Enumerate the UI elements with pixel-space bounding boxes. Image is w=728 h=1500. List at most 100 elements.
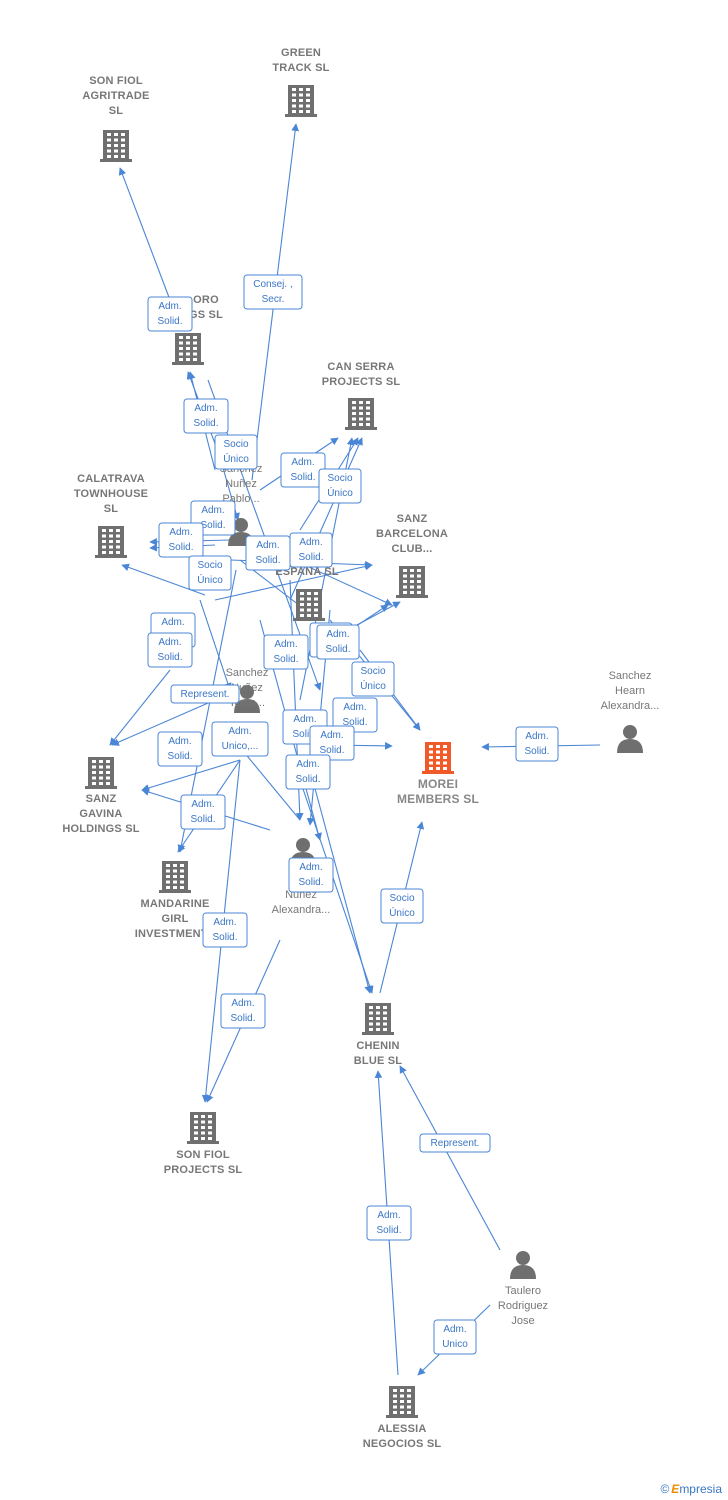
node-label: SANZ	[397, 513, 428, 525]
relation-label[interactable]: Adm.Solid.	[147, 632, 193, 668]
node-label: Hearn	[615, 685, 645, 697]
relation-label[interactable]: Adm.Solid.	[288, 857, 334, 893]
relation-text: Único	[360, 679, 386, 692]
building-icon	[187, 1112, 219, 1144]
building-icon	[293, 589, 325, 621]
relation-label[interactable]: Adm.Solid.	[157, 731, 203, 767]
relation-text: Adm.	[343, 702, 366, 713]
relation-label[interactable]: Represent.	[419, 1133, 491, 1153]
node-label: Jose	[511, 1315, 534, 1327]
edge-line	[109, 669, 171, 746]
relation-label[interactable]: Represent.	[170, 684, 240, 704]
relation-text: Único	[389, 906, 415, 919]
node-label: ORO	[193, 294, 219, 306]
relation-label[interactable]: Adm. Solid.	[220, 993, 266, 1029]
relation-text: Adm.	[194, 403, 217, 414]
relation-text: Solid.	[230, 1013, 255, 1024]
relation-label[interactable]: Adm.Solid.	[158, 522, 204, 558]
node-sanz-barcelona[interactable]: SANZBARCELONACLUB...	[376, 513, 448, 598]
relation-label[interactable]: Adm.Solid.	[366, 1205, 412, 1241]
relation-text: Adm.	[443, 1324, 466, 1335]
relation-label[interactable]: Adm.Solid.	[285, 754, 331, 790]
relation-label[interactable]: Consej. ,Secr.	[243, 274, 303, 310]
node-label: HOLDINGS SL	[62, 823, 139, 835]
node-label: PROJECTS SL	[322, 376, 401, 388]
person-icon	[510, 1251, 536, 1279]
relation-text: Adm.	[377, 1210, 400, 1221]
relation-text: Adm.	[201, 505, 224, 516]
building-icon	[386, 1386, 418, 1418]
relation-text: Socio	[197, 560, 222, 571]
person-icon	[617, 725, 643, 753]
node-label: SON FIOL	[176, 1149, 230, 1161]
node-chenin[interactable]: CHENIN BLUE SL	[354, 1003, 403, 1067]
relation-text: Adm.	[158, 301, 181, 312]
relation-label[interactable]: Adm.Solid.	[202, 912, 248, 948]
brand-logo: ©Empresia	[660, 1482, 722, 1496]
relation-text: Socio	[389, 893, 414, 904]
relation-label[interactable]: Adm.Solid.	[316, 624, 360, 660]
node-label: BLUE SL	[354, 1055, 403, 1067]
relation-label[interactable]: Adm.Solid.	[289, 532, 333, 568]
node-label: ALESSIA	[377, 1423, 426, 1435]
relation-label[interactable]: Adm.Unico	[433, 1319, 477, 1355]
relation-label[interactable]: Adm.Solid.	[332, 697, 378, 733]
relation-label[interactable]: Adm.Solid.	[263, 634, 309, 670]
node-espana[interactable]: ESPAÑA SL	[275, 565, 339, 621]
relation-label[interactable]: Adm.Solid.	[183, 398, 229, 434]
person-icon	[228, 518, 254, 546]
node-label: CHENIN	[356, 1040, 399, 1052]
relations-layer: Adm.Solid.Consej. ,Secr.Adm.Solid.SocioÚ…	[147, 274, 559, 1355]
node-label: Rodriguez	[498, 1300, 548, 1312]
relation-text: Adm.	[320, 730, 343, 741]
node-label: SON FIOL	[89, 75, 143, 87]
node-label: GAVINA	[79, 808, 122, 820]
relation-text: Único	[197, 573, 223, 586]
relation-text: Solid.	[212, 932, 237, 943]
relation-label[interactable]: Adm. Solid.	[309, 725, 355, 761]
building-icon	[362, 1003, 394, 1035]
relation-label[interactable]: Adm.Solid.	[180, 794, 226, 830]
relation-text: Solid.	[190, 814, 215, 825]
edge-line	[399, 1065, 501, 1251]
relation-text: Adm.	[256, 540, 279, 551]
relation-text: Único	[223, 452, 249, 465]
relation-text: Solid.	[524, 746, 549, 757]
relation-text: Solid.	[273, 654, 298, 665]
node-label: GREEN	[281, 47, 321, 59]
relation-label[interactable]: Adm.Unico,...	[211, 721, 269, 757]
node-label: SL	[109, 105, 124, 117]
relation-label[interactable]: Adm.Solid.	[280, 452, 326, 488]
relation-text: Solid.	[319, 745, 344, 756]
brand-name: mpresia	[679, 1482, 722, 1496]
relation-label[interactable]: Adm. Solid.	[515, 726, 559, 762]
node-p-alexandra-h[interactable]: SanchezHearnAlexandra...	[601, 670, 660, 753]
node-label: CALATRAVA	[77, 473, 145, 485]
edge-line	[199, 599, 232, 691]
relation-text: Unico,...	[222, 741, 259, 752]
relation-text: Adm.	[168, 736, 191, 747]
relation-text: Adm.	[231, 998, 254, 1009]
relation-label[interactable]: Adm.Solid.	[147, 296, 193, 332]
relation-label[interactable]: Adm.Solid.	[245, 535, 291, 571]
building-icon	[422, 742, 454, 774]
relation-text: Adm.	[525, 731, 548, 742]
relation-text: Solid.	[325, 644, 350, 655]
